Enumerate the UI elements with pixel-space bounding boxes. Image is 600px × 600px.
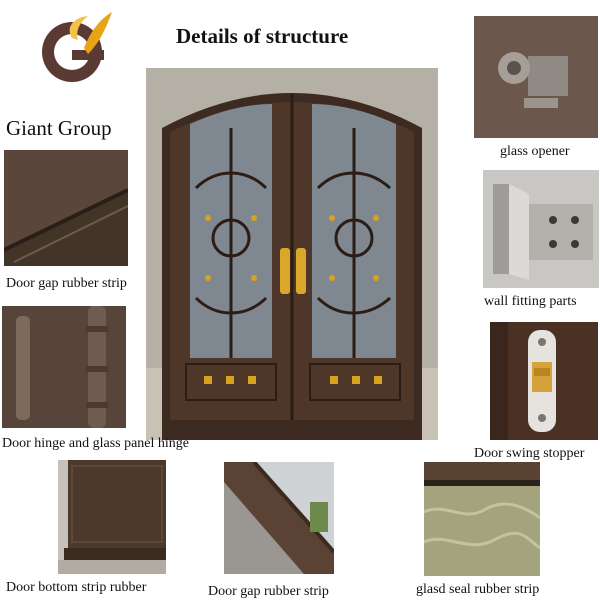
door-gap-strip-bottom-photo: [224, 462, 334, 574]
caption-gap-strip-bottom: Door gap rubber strip: [208, 584, 329, 599]
hinge-photo: [2, 306, 126, 428]
caption-wall-fitting: wall fitting parts: [484, 294, 577, 309]
page-title: Details of structure: [176, 24, 349, 48]
brand-logo-icon: [32, 8, 116, 86]
caption-bottom-strip: Door bottom strip rubber: [6, 580, 147, 595]
swing-stopper-photo: [490, 322, 598, 440]
glass-seal-photo: [424, 462, 540, 576]
caption-glass-seal: glasd seal rubber strip: [416, 582, 540, 597]
bottom-strip-photo: [58, 460, 166, 574]
caption-glass-opener: glass opener: [500, 144, 570, 159]
caption-door-gap-strip: Door gap rubber strip: [6, 276, 127, 291]
caption-hinge: Door hinge and glass panel hinge: [2, 436, 190, 451]
glass-opener-photo: [474, 16, 598, 138]
wall-fitting-photo: [483, 170, 599, 288]
main-door-photo: [146, 68, 438, 440]
brand-name: Giant Group: [6, 116, 112, 140]
caption-swing-stopper: Door swing stopper: [474, 446, 585, 461]
door-gap-strip-photo: [4, 150, 128, 266]
